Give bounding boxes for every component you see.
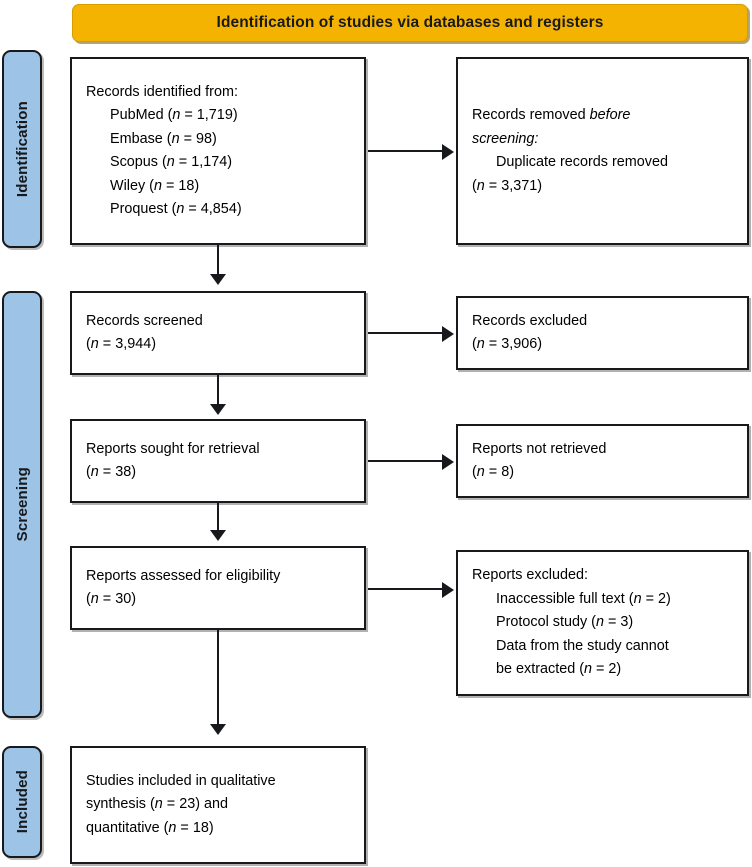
records-removed-box: Records removed before screening: Duplic… [456,57,749,245]
arrowhead-down-icon [210,530,226,541]
box-line: Inaccessible full text (n = 2) [496,590,671,607]
arrowhead-down-icon [210,404,226,415]
box-line: (n = 3,906) [472,336,543,352]
box-line: (n = 30) [86,591,137,607]
records-excluded-box: Records excluded (n = 3,906) [456,296,749,370]
connector-assessed-to-included [217,630,219,728]
diagram-header-title: Identification of studies via databases … [216,14,604,31]
box-line: Proquest (n = 4,854) [110,201,242,217]
connector-screened-to-sought [217,375,219,408]
box-line: synthesis (n = 23) and [86,796,229,813]
connector-sought-to-not-retrieved [368,460,444,462]
stage-label-included-text: Included [13,770,31,834]
records-screened-box: Records screened (n = 3,944) [70,291,366,375]
box-line: Duplicate records removed [496,154,668,170]
reports-assessed-box: Reports assessed for eligibility (n = 30… [70,546,366,630]
box-line: Wiley (n = 18) [110,177,200,194]
stage-label-identification: Identification [2,50,42,248]
box-line: Studies included in qualitative [86,772,276,789]
box-line: PubMed (n = 1,719) [110,107,238,123]
box-line: Reports excluded: [472,567,588,584]
arrowhead-down-icon [210,274,226,285]
arrowhead-right-icon [442,144,454,160]
reports-excluded-box: Reports excluded: Inaccessible full text… [456,550,749,696]
stage-label-screening: Screening [2,291,42,718]
box-line: Records removed before [472,107,631,123]
box-line: Data from the study cannot [496,637,669,654]
arrowhead-down-icon [210,724,226,735]
studies-included-box: Studies included in qualitative synthesi… [70,746,366,864]
box-line: quantitative (n = 18) [86,819,214,836]
box-line: be extracted (n = 2) [496,661,622,678]
records-identified-box: Records identified from: PubMed (n = 1,7… [70,57,366,245]
connector-assessed-to-reports-excluded [368,588,444,590]
reports-sought-box: Reports sought for retrieval (n = 38) [70,419,366,503]
arrowhead-right-icon [442,326,454,342]
arrowhead-right-icon [442,582,454,598]
connector-screened-to-excluded [368,332,444,334]
box-line: Records identified from: [86,83,238,100]
box-line: Scopus (n = 1,174) [110,154,233,170]
box-line: Reports not retrieved [472,440,607,457]
box-line: Records screened [86,312,203,329]
box-line: Reports assessed for eligibility [86,567,281,584]
arrowhead-right-icon [442,454,454,470]
box-line: Reports sought for retrieval [86,440,260,457]
box-line: screening: [472,130,539,147]
reports-not-retrieved-box: Reports not retrieved (n = 8) [456,424,749,498]
stage-label-identification-text: Identification [13,100,31,198]
box-line: (n = 8) [472,464,515,480]
connector-sought-to-assessed [217,503,219,535]
box-line: (n = 3,944) [86,336,157,352]
box-line: Embase (n = 98) [110,130,217,147]
stage-label-included: Included [2,746,42,858]
stage-label-screening-text: Screening [13,467,31,542]
connector-identified-to-screened [217,245,219,278]
connector-identified-to-removed [368,150,444,152]
diagram-header-banner: Identification of studies via databases … [72,4,748,42]
box-line: (n = 38) [86,464,137,480]
box-line: Protocol study (n = 3) [496,614,634,631]
box-line: (n = 3,371) [472,177,543,194]
box-line: Records excluded [472,312,588,329]
